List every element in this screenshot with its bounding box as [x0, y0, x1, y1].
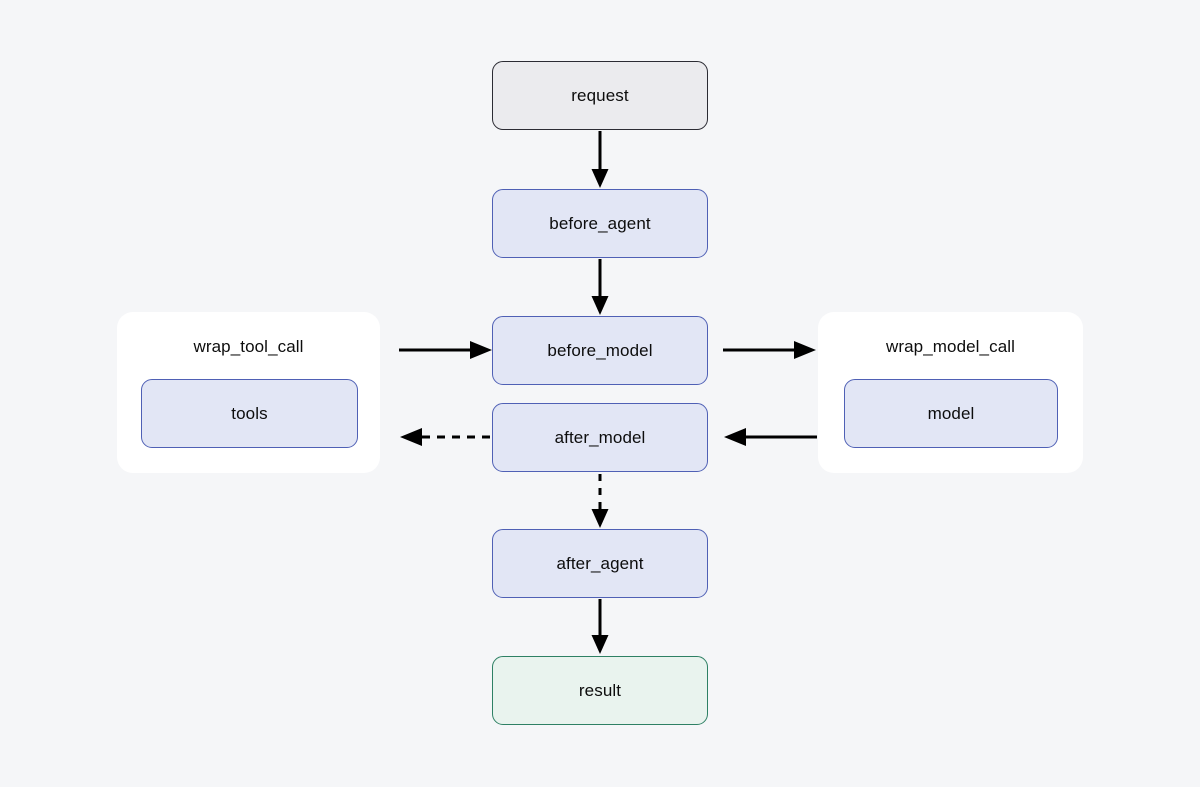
edge-after-model-to-after-agent	[591, 474, 609, 528]
wrapper-wrap-model-call-label: wrap_model_call	[885, 337, 1016, 356]
node-before-model-label: before_model	[547, 341, 653, 360]
node-before-agent-label: before_agent	[549, 214, 651, 233]
wrapper-wrap-tool-call[interactable]: wrap_tool_call tools	[117, 312, 380, 473]
edge-request-to-before-agent	[591, 131, 609, 188]
node-model[interactable]: model	[844, 379, 1058, 448]
node-model-label: model	[927, 404, 975, 423]
node-after-agent[interactable]: after_agent	[492, 529, 708, 598]
edge-before-model-to-wrap-model-call	[723, 341, 816, 359]
node-tools-label: tools	[231, 404, 268, 423]
node-tools[interactable]: tools	[141, 379, 358, 448]
wrapper-wrap-model-call[interactable]: wrap_model_call model	[818, 312, 1083, 473]
edge-wrap-tool-call-to-before-model	[399, 341, 492, 359]
node-request[interactable]: request	[492, 61, 708, 130]
node-request-label: request	[571, 86, 629, 105]
node-after-agent-label: after_agent	[556, 554, 644, 573]
node-before-agent[interactable]: before_agent	[492, 189, 708, 258]
edge-after-agent-to-result	[591, 599, 609, 654]
edge-after-model-to-wrap-tool-call	[400, 428, 493, 446]
edge-before-agent-to-before-model	[591, 259, 609, 315]
node-after-model-label: after_model	[554, 428, 646, 447]
node-after-model[interactable]: after_model	[492, 403, 708, 472]
node-before-model[interactable]: before_model	[492, 316, 708, 385]
edge-wrap-model-call-to-after-model	[724, 428, 817, 446]
node-result-label: result	[578, 681, 622, 700]
wrapper-wrap-tool-call-label: wrap_tool_call	[193, 337, 304, 356]
node-result[interactable]: result	[492, 656, 708, 725]
